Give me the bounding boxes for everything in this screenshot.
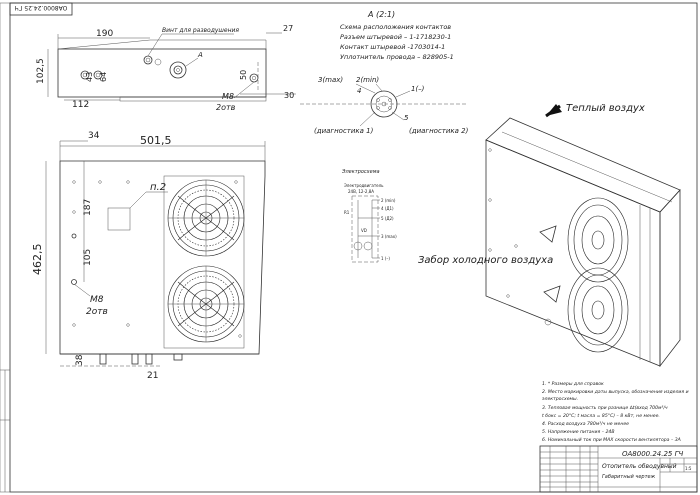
fitting-bottom-1-icon	[99, 353, 107, 365]
pin-2min: 2(min)	[356, 76, 379, 84]
fitting-2-icon	[93, 70, 103, 80]
schematic-r1: R1	[344, 210, 350, 215]
pin-5: 5	[404, 114, 409, 122]
dim-27: 27	[283, 24, 293, 33]
title-block: OA8000.24.25 ГЧ Отопитель обводувный Габ…	[539, 445, 698, 493]
note-5: 5. Напряжение питания – 24В	[542, 429, 614, 435]
detail-line-1: Схема расположения контактов	[340, 23, 451, 31]
title-code: OA8000.24.25 ГЧ	[622, 450, 684, 458]
m8-label-top: М8	[222, 92, 234, 101]
detail-line-3: Контакт штыревой -1703014-1	[340, 43, 445, 51]
schematic-motor-spec: 24В, 12-2,8А	[348, 189, 374, 194]
m8-qty-top: 2отв	[216, 103, 236, 112]
pin-1: 1(–)	[411, 85, 425, 93]
diag-2: (диагностика 2)	[409, 127, 469, 135]
screw-icon	[143, 55, 153, 65]
warm-air-label: Теплый воздух	[566, 103, 645, 114]
note-4: 4. Расход воздуха 780м³/ч не менее	[542, 421, 629, 427]
note-p2: п.2	[150, 182, 166, 193]
m8-label-front: М8	[90, 295, 104, 305]
detail-line-2: Разъем штыревой – 1-1718230-1	[340, 33, 451, 41]
m8-hole-2-icon	[71, 279, 77, 285]
dim-64: 64	[99, 72, 108, 82]
dim-43: 43	[85, 72, 94, 82]
cold-air-label: Забор холодного воздуха	[418, 254, 553, 266]
note-6: 6. Номинальный ток при MAX скорости вент…	[542, 437, 681, 443]
fitting-bottom-2-icon	[131, 353, 139, 365]
connector-icon	[169, 61, 187, 79]
sch-pin-4: 3 (max)	[381, 234, 397, 239]
sch-pin-2: 4 (Д1)	[381, 206, 394, 211]
sch-pin-5: 1 (–)	[381, 256, 390, 261]
note-1: 1. * Размеры для справок	[542, 381, 604, 387]
diag-1: (диагностика 1)	[314, 127, 374, 135]
front-view-body	[59, 160, 266, 355]
callout-a: А	[197, 51, 203, 59]
note-2b: электросхемы.	[542, 397, 578, 402]
iso-side	[659, 188, 681, 368]
dim-50: 50	[239, 70, 248, 80]
dim-38: 38	[75, 354, 85, 366]
dim-30: 30	[284, 91, 294, 100]
dim-21: 21	[147, 371, 158, 381]
tech-notes: 1. * Размеры для справок 2. Место маркир…	[542, 381, 689, 443]
dim-462: 462,5	[31, 244, 44, 276]
sch-pin-1: 2 (min)	[381, 198, 396, 203]
connector-bottom-icon	[173, 353, 183, 361]
dim-501: 501,5	[140, 134, 172, 147]
fitting-1-icon	[80, 70, 90, 80]
note-3: 3. Тепловая мощность при разнице ∆t(вход…	[542, 405, 668, 411]
m8-hole-top-icon	[249, 73, 259, 83]
front-view: п.2 34 501,5 187 462,5 105 38 21 М8 2отв	[31, 131, 266, 381]
cold-air-arrow-2-icon	[543, 285, 561, 303]
iso-front	[485, 139, 661, 367]
m8-hole-1-icon	[71, 233, 77, 239]
doc-stamp	[9, 2, 73, 16]
sch-pin-3: 5 (Д2)	[381, 216, 394, 221]
note-3b: t бокс = 20°C; t масла = 85°C) – 8 кВт, …	[542, 413, 660, 419]
fan-top-icon	[167, 179, 245, 257]
detail-a: А (2:1) Схема расположения контактов Раз…	[300, 10, 469, 135]
detail-title: А (2:1)	[367, 10, 395, 19]
pin-3max: 3(max)	[318, 76, 343, 84]
iso-fan-bottom-icon	[567, 267, 629, 353]
title-name: Отопитель обводувный	[602, 463, 677, 470]
dim-190: 190	[96, 29, 113, 39]
schematic-title: Электросхема	[341, 169, 380, 175]
top-view: 190 27 102,5 43 64 112 30 50 Винт для ра…	[36, 24, 296, 112]
m8-qty-front: 2отв	[86, 307, 108, 317]
doc-stamp-code: OA8000.24.25 ГЧ	[15, 4, 68, 11]
dim-112: 112	[72, 100, 89, 110]
iso-top	[485, 117, 681, 213]
iso-view: Теплый воздух Забор холодного воздуха	[418, 103, 681, 368]
dim-187: 187	[83, 199, 93, 216]
marking-area	[107, 207, 131, 231]
screw-label: Винт для разводушения	[162, 27, 239, 34]
cold-air-arrow-1-icon	[539, 225, 557, 243]
title-scale: 1:5	[685, 466, 692, 471]
detail-line-4: Уплотнитель провода – 828905-1	[340, 53, 454, 61]
schematic: Электросхема Электродвигатель 24В, 12-2,…	[341, 169, 397, 263]
dim-102: 102,5	[36, 58, 46, 84]
schematic-vd: VD	[361, 228, 367, 233]
title-doc: Габаритный чертеж	[602, 474, 656, 480]
fan-bottom-icon	[167, 265, 245, 343]
note-2: 2. Место маркировки даты выпуска, обозна…	[542, 389, 689, 395]
dim-34: 34	[88, 131, 100, 141]
dim-105: 105	[83, 249, 93, 266]
schematic-motor: Электродвигатель	[344, 183, 384, 188]
pin-4: 4	[357, 87, 361, 95]
iso-fan-top-icon	[567, 197, 629, 283]
